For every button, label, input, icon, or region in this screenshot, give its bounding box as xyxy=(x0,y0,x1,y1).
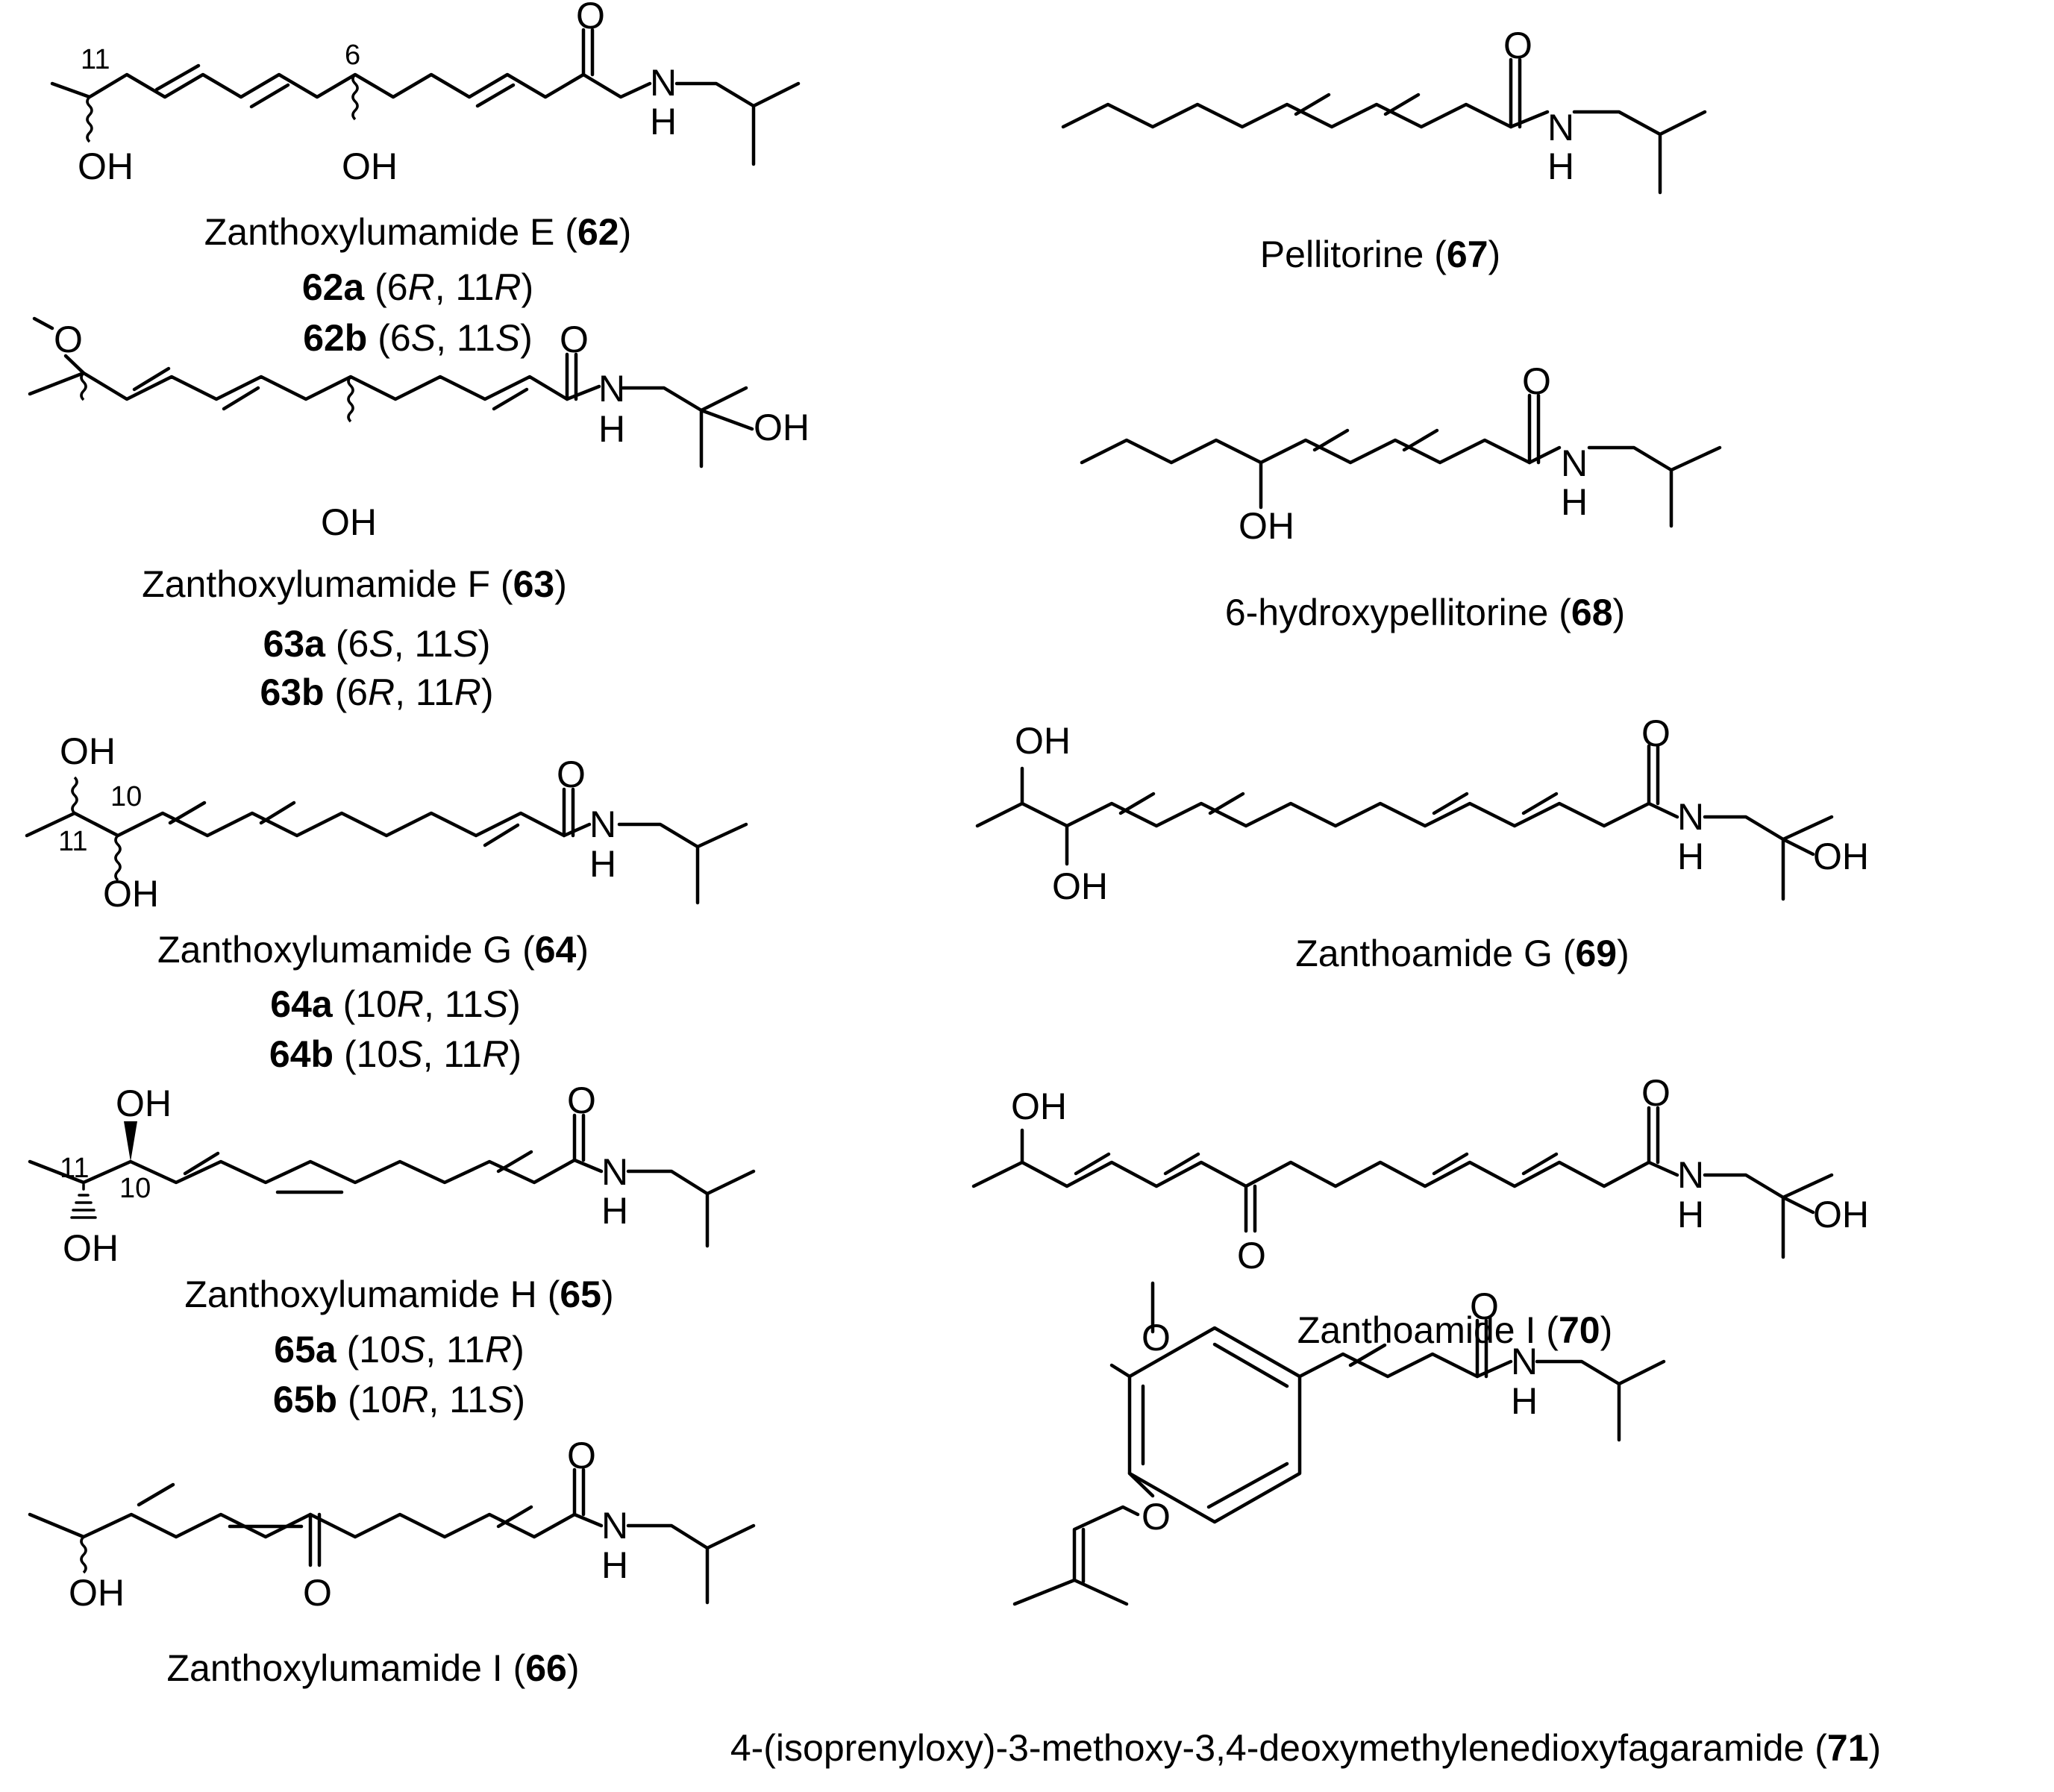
caption-70: Zanthoamide I (70) xyxy=(1297,1309,1612,1351)
amide-nitrogen-label: N xyxy=(650,62,677,104)
carbonyl-oxygen-label: O xyxy=(1641,712,1671,754)
methoxy-oxygen-label: O xyxy=(1142,1317,1171,1359)
structure-64: OH 10 11 OH O N H xyxy=(25,730,748,915)
hydroxyl-label: OH xyxy=(103,873,159,915)
caption-63: Zanthoxylumamide F (63) xyxy=(142,563,567,605)
methoxy-oxygen-label: O xyxy=(54,319,83,360)
amide-nitrogen-label: N xyxy=(1677,1154,1704,1196)
carbonyl-oxygen-label: O xyxy=(567,1435,596,1476)
locant-11: 11 xyxy=(58,826,87,857)
structure-67: O N H xyxy=(1061,25,1707,195)
hydroxyl-label: OH xyxy=(342,145,398,187)
amide-nitrogen-label: N xyxy=(598,368,625,410)
isomer-65a: 65a (10S, 11R) xyxy=(274,1329,524,1370)
structure-63: O OH O N H OH xyxy=(28,316,810,543)
carbonyl-oxygen-label: O xyxy=(1470,1285,1499,1327)
structure-66: OH O O N H xyxy=(28,1435,756,1614)
amide-hydrogen-label: H xyxy=(1677,1194,1704,1235)
ether-oxygen-label: O xyxy=(1142,1496,1171,1538)
isomer-63a: 63a (6S, 11S) xyxy=(263,623,491,665)
structure-65: OH 11 10 OH O N H xyxy=(28,1080,756,1269)
caption-64: Zanthoxylumamide G (64) xyxy=(157,929,589,971)
hydroxyl-label: OH xyxy=(116,1083,172,1124)
amide-nitrogen-label: N xyxy=(589,803,616,845)
structure-70: OH O O N H OH xyxy=(971,1072,1869,1276)
ketone-oxygen-label: O xyxy=(1237,1235,1266,1276)
amide-hydrogen-label: H xyxy=(601,1190,628,1232)
amide-hydrogen-label: H xyxy=(1677,836,1704,877)
caption-69: Zanthoamide G (69) xyxy=(1295,933,1629,974)
carbonyl-oxygen-label: O xyxy=(567,1080,596,1121)
isomer-64b: 64b (10S, 11R) xyxy=(269,1033,522,1075)
isomer-62a: 62a (6R, 11R) xyxy=(302,266,533,308)
locant-6: 6 xyxy=(345,40,360,71)
caption-68: 6-hydroxypellitorine (68) xyxy=(1225,592,1625,633)
amide-nitrogen-label: N xyxy=(1677,796,1704,838)
amide-hydrogen-label: H xyxy=(650,101,677,142)
amide-hydrogen-label: H xyxy=(601,1544,628,1586)
hydroxyl-label: OH xyxy=(754,407,810,448)
amide-hydrogen-label: H xyxy=(1547,145,1574,187)
amide-hydrogen-label: H xyxy=(589,843,616,885)
structure-69: OH OH O N H OH xyxy=(975,712,1869,907)
locant-10: 10 xyxy=(119,1173,151,1204)
amide-hydrogen-label: H xyxy=(1511,1380,1538,1422)
carbonyl-oxygen-label: O xyxy=(557,754,586,795)
carbonyl-oxygen-label: O xyxy=(560,319,589,360)
hydroxyl-label: OH xyxy=(321,501,377,543)
hydroxyl-label: OH xyxy=(1239,505,1294,547)
amide-nitrogen-label: N xyxy=(1547,107,1574,148)
caption-71: 4-(isoprenyloxy)-3-methoxy-3,4-deoxymeth… xyxy=(730,1727,1881,1769)
isomer-63b: 63b (6R, 11R) xyxy=(260,671,493,713)
hydroxyl-label: OH xyxy=(1011,1085,1067,1127)
isomer-64a: 64a (10R, 11S) xyxy=(270,983,520,1025)
carbonyl-oxygen-label: O xyxy=(1641,1072,1671,1114)
carbonyl-oxygen-label: O xyxy=(1503,25,1532,66)
amide-hydrogen-label: H xyxy=(1561,481,1588,523)
hydroxyl-label: OH xyxy=(60,730,116,772)
caption-62: Zanthoxylumamide E (62) xyxy=(204,211,631,253)
hydroxyl-label: OH xyxy=(63,1227,119,1269)
hydroxyl-label: OH xyxy=(1813,836,1869,877)
hydroxyl-label: OH xyxy=(1813,1194,1869,1235)
hydroxyl-label: OH xyxy=(78,145,134,187)
hydroxyl-label: OH xyxy=(1052,865,1108,907)
amide-nitrogen-label: N xyxy=(601,1151,628,1193)
locant-11: 11 xyxy=(60,1153,89,1184)
amide-nitrogen-label: N xyxy=(1511,1341,1538,1382)
locant-10: 10 xyxy=(110,781,142,812)
locant-11: 11 xyxy=(81,44,110,75)
structure-62: 11 6 OH OH O N H xyxy=(50,0,801,187)
ketone-oxygen-label: O xyxy=(303,1572,332,1614)
structure-68: OH O N H xyxy=(1080,360,1722,547)
caption-65: Zanthoxylumamide H (65) xyxy=(184,1273,613,1315)
caption-66: Zanthoxylumamide I (66) xyxy=(166,1647,579,1689)
isomer-65b: 65b (10R, 11S) xyxy=(273,1379,525,1420)
caption-67: Pellitorine (67) xyxy=(1260,234,1500,275)
isomer-62b: 62b (6S, 11S) xyxy=(303,317,533,359)
amide-nitrogen-label: N xyxy=(601,1505,628,1547)
carbonyl-oxygen-label: O xyxy=(576,0,605,37)
hydroxyl-label: OH xyxy=(1015,720,1071,762)
structure-71: O O O N H xyxy=(1012,1281,1666,1606)
carbonyl-oxygen-label: O xyxy=(1522,360,1551,402)
amide-nitrogen-label: N xyxy=(1561,442,1588,484)
amide-hydrogen-label: H xyxy=(598,408,625,450)
hydroxyl-label: OH xyxy=(69,1572,125,1614)
